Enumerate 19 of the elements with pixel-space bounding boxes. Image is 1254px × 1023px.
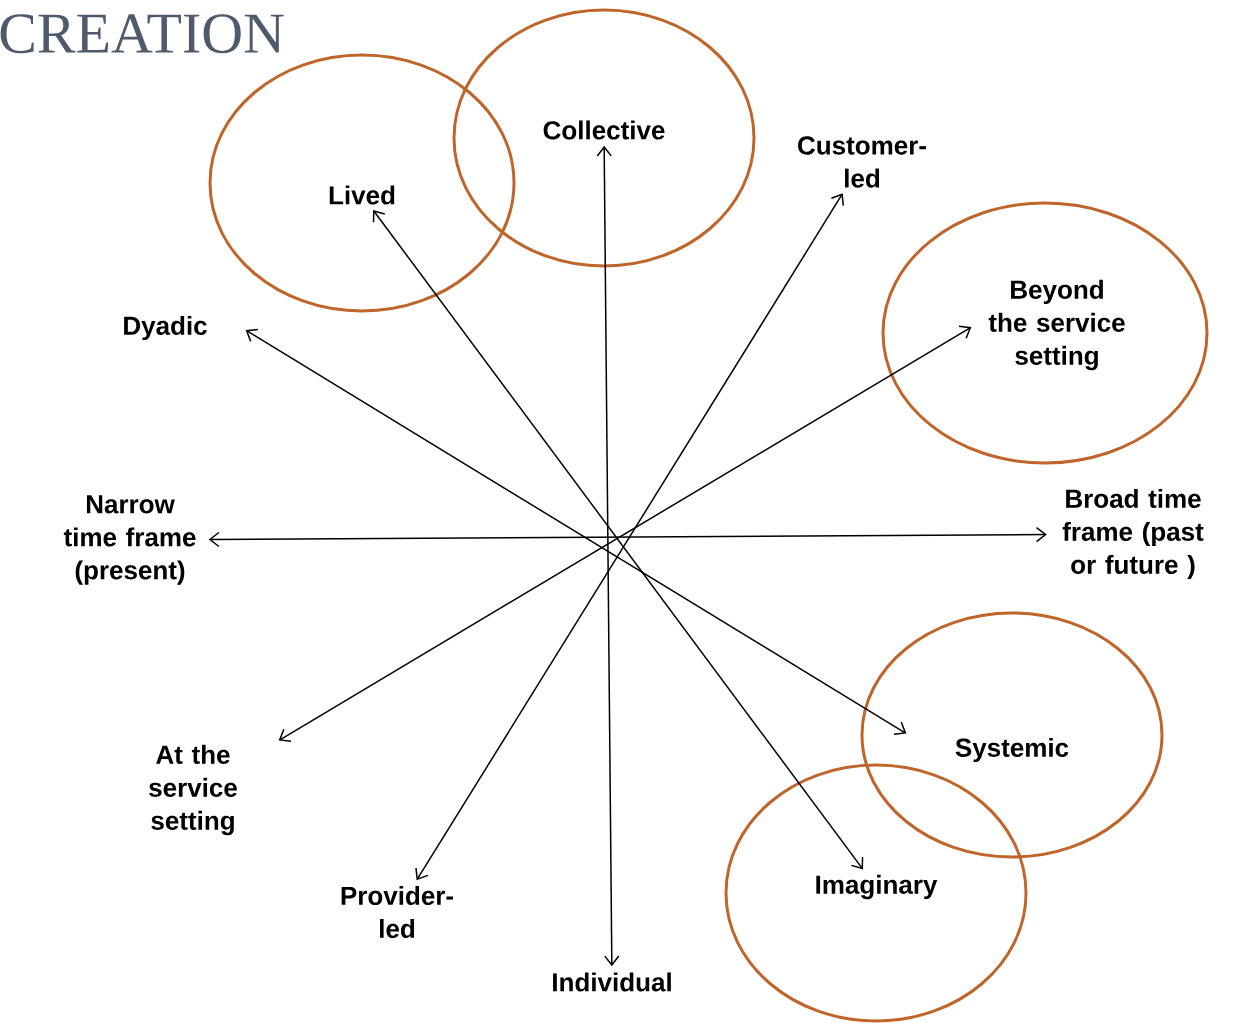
- axis-label: Narrow time frame (present): [63, 495, 196, 585]
- axis-label: Dyadic: [124, 315, 207, 341]
- axis-label: At the service setting: [149, 744, 237, 836]
- circled-label: Lived: [208, 53, 516, 313]
- double-arrow: [596, 145, 620, 967]
- circled-label: Imaginary: [724, 763, 1028, 1023]
- axis-label: Customer-led: [798, 136, 926, 188]
- double-arrow: [245, 328, 907, 735]
- title: CREATION: [0, 14, 284, 54]
- double-arrow: [372, 209, 864, 870]
- double-arrow: [415, 193, 845, 881]
- axis-label: Provider-led: [341, 885, 454, 939]
- circled-label: Collective: [452, 8, 756, 268]
- double-arrow: [278, 325, 972, 743]
- circled-label: Systemic: [860, 611, 1164, 859]
- axis-label: Individual: [553, 972, 671, 992]
- circled-label: Beyond the service setting: [881, 201, 1209, 465]
- double-arrow: [208, 526, 1047, 548]
- axis-label: Broad time frame (past or future ): [1062, 488, 1204, 580]
